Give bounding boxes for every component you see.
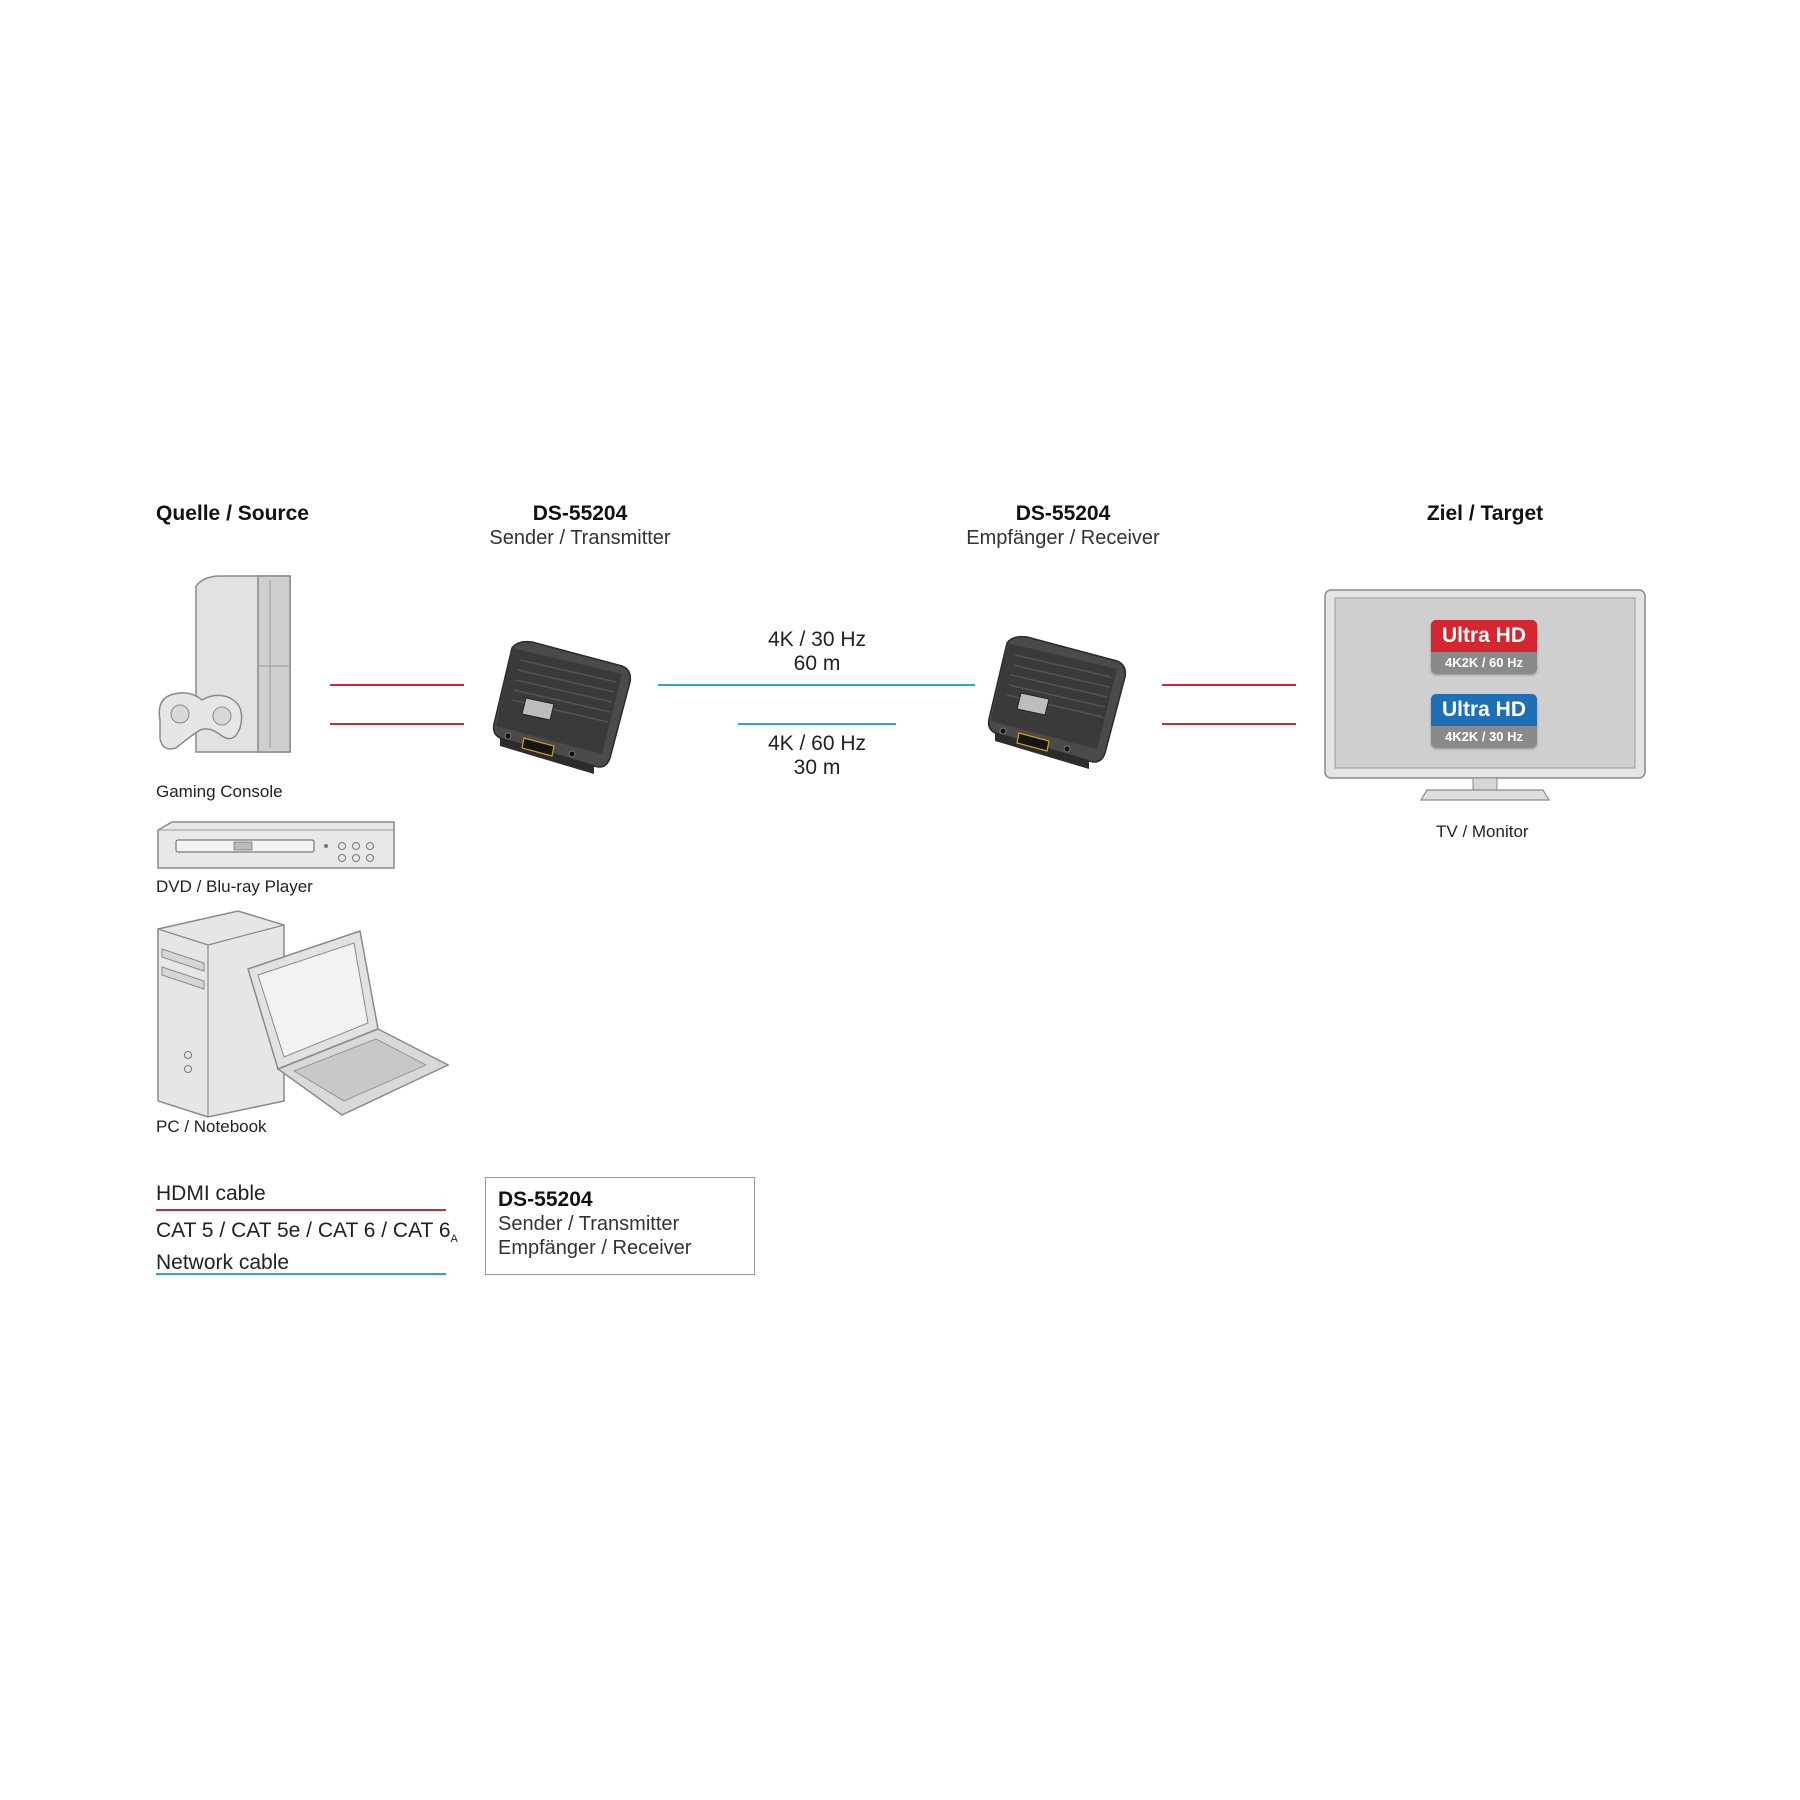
network-line-lower	[738, 723, 896, 725]
transmitter-icon	[492, 640, 632, 774]
hdmi-line-target-1	[1162, 684, 1296, 686]
legend-cat-text: CAT 5 / CAT 5e / CAT 6 / CAT 6	[156, 1219, 451, 1242]
spec-upper-distance: 60 m	[793, 652, 841, 675]
dvd-player-label: DVD / Blu-ray Player	[156, 877, 313, 896]
gaming-console-label: Gaming Console	[156, 782, 283, 801]
info-box-line-2: Empfänger / Receiver	[498, 1237, 692, 1259]
source-header: Quelle / Source	[150, 502, 315, 526]
transmitter-title: DS-55204	[532, 502, 628, 525]
legend-network-label: CAT 5 / CAT 5e / CAT 6 / CAT 6A Network …	[156, 1219, 458, 1275]
source-title: Quelle / Source	[156, 502, 309, 525]
spec-lower-distance: 30 m	[793, 756, 841, 779]
spec-upper: 4K / 30 Hz 60 m	[717, 628, 917, 676]
ultra-hd-badge-30hz-sub: 4K2K / 30 Hz	[1431, 726, 1537, 748]
transmitter-header: DS-55204 Sender / Transmitter	[440, 502, 720, 550]
ultra-hd-badge-30hz-title: Ultra HD	[1431, 694, 1537, 726]
receiver-icon	[987, 635, 1127, 769]
spec-lower: 4K / 60 Hz 30 m	[717, 732, 917, 780]
tv-monitor-label: TV / Monitor	[1436, 822, 1529, 841]
ultra-hd-badge-60hz-sub: 4K2K / 60 Hz	[1431, 652, 1537, 674]
info-box-line-1: Sender / Transmitter	[498, 1213, 680, 1235]
hdmi-line-source-2	[330, 723, 464, 725]
receiver-title: DS-55204	[1015, 502, 1111, 525]
ultra-hd-badge-60hz: Ultra HD 4K2K / 60 Hz	[1431, 620, 1537, 674]
ultra-hd-badge-30hz: Ultra HD 4K2K / 30 Hz	[1431, 694, 1537, 748]
target-title: Ziel / Target	[1426, 502, 1544, 525]
legend-hdmi-label: HDMI cable	[156, 1182, 266, 1205]
legend-network-text: Network cable	[156, 1251, 290, 1275]
legend-network-line	[156, 1273, 446, 1275]
network-line-upper	[658, 684, 975, 686]
spec-upper-resolution: 4K / 30 Hz	[767, 628, 867, 651]
hdmi-line-source-1	[330, 684, 464, 686]
target-header: Ziel / Target	[1385, 502, 1585, 526]
pc-notebook-icon	[157, 910, 450, 1118]
gaming-console-icon	[158, 575, 291, 753]
dvd-player-icon	[157, 821, 395, 869]
pc-notebook-label: PC / Notebook	[156, 1117, 267, 1136]
model-info-box: DS-55204 Sender / Transmitter Empfänger …	[485, 1177, 755, 1275]
ultra-hd-badge-60hz-title: Ultra HD	[1431, 620, 1537, 652]
spec-lower-resolution: 4K / 60 Hz	[767, 732, 867, 755]
legend-hdmi-line	[156, 1209, 446, 1211]
transmitter-subtitle: Sender / Transmitter	[489, 527, 671, 549]
receiver-header: DS-55204 Empfänger / Receiver	[923, 502, 1203, 550]
info-box-title: DS-55204	[498, 1188, 593, 1211]
hdmi-line-target-2	[1162, 723, 1296, 725]
receiver-subtitle: Empfänger / Receiver	[966, 527, 1160, 549]
legend-cat-subscript: A	[450, 1233, 458, 1246]
